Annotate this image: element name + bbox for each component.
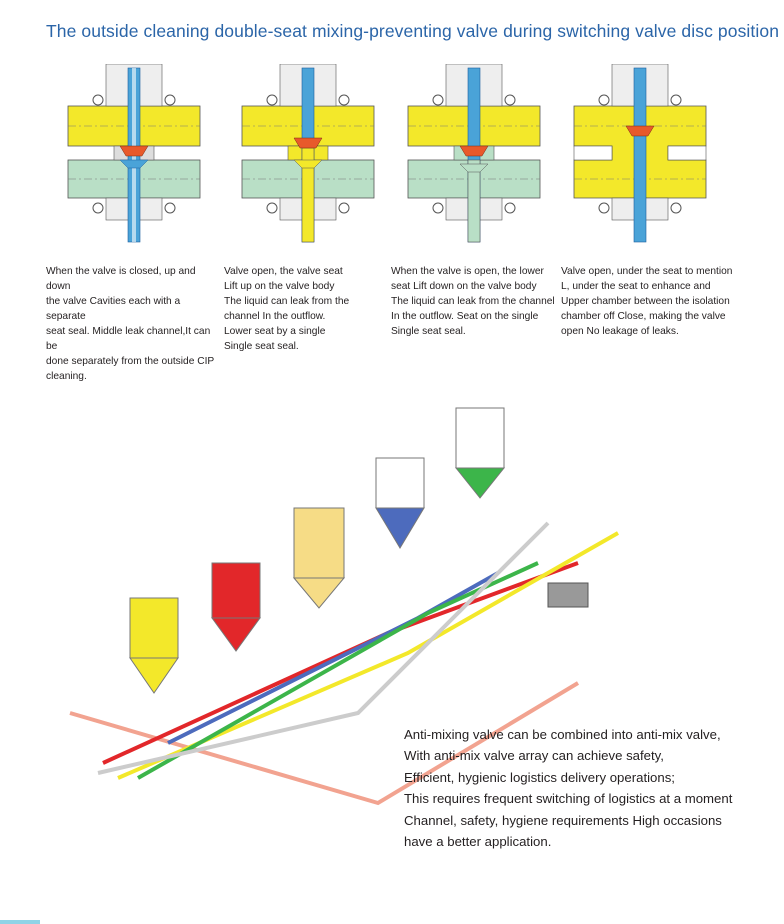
valve-body xyxy=(573,64,707,243)
valve-diagram-lower-lift xyxy=(407,64,541,243)
description-text: Anti-mixing valve can be combined into a… xyxy=(404,727,733,850)
caption-open: Valve open, under the seat to mention L,… xyxy=(561,266,733,337)
pipe-green xyxy=(137,561,539,780)
page-title: The outside cleaning double-seat mixing-… xyxy=(46,21,780,41)
corner-accent xyxy=(0,920,40,924)
valve-matrix-illustration xyxy=(69,407,619,806)
pipe-salmon xyxy=(69,681,580,806)
caption-lower-lift: When the valve is open, the lower seat L… xyxy=(391,266,555,337)
valve-body xyxy=(67,64,201,243)
caption-upper-lift: Valve open, the valve seat Lift up on th… xyxy=(224,266,350,352)
valve-body xyxy=(241,64,375,243)
tank-red xyxy=(211,562,261,652)
pipe-grey xyxy=(97,521,550,775)
tank-green xyxy=(454,407,506,499)
pump xyxy=(547,582,589,608)
tank-yellow xyxy=(129,597,179,694)
tank-cream xyxy=(292,507,346,609)
valve-diagram-upper-lift xyxy=(241,64,375,243)
tank-blue xyxy=(375,457,425,549)
valve-diagram-open xyxy=(573,64,707,243)
valve-diagram-closed xyxy=(67,64,201,243)
valve-body xyxy=(407,64,541,243)
caption-closed: When the valve is closed, up and down th… xyxy=(46,266,215,382)
